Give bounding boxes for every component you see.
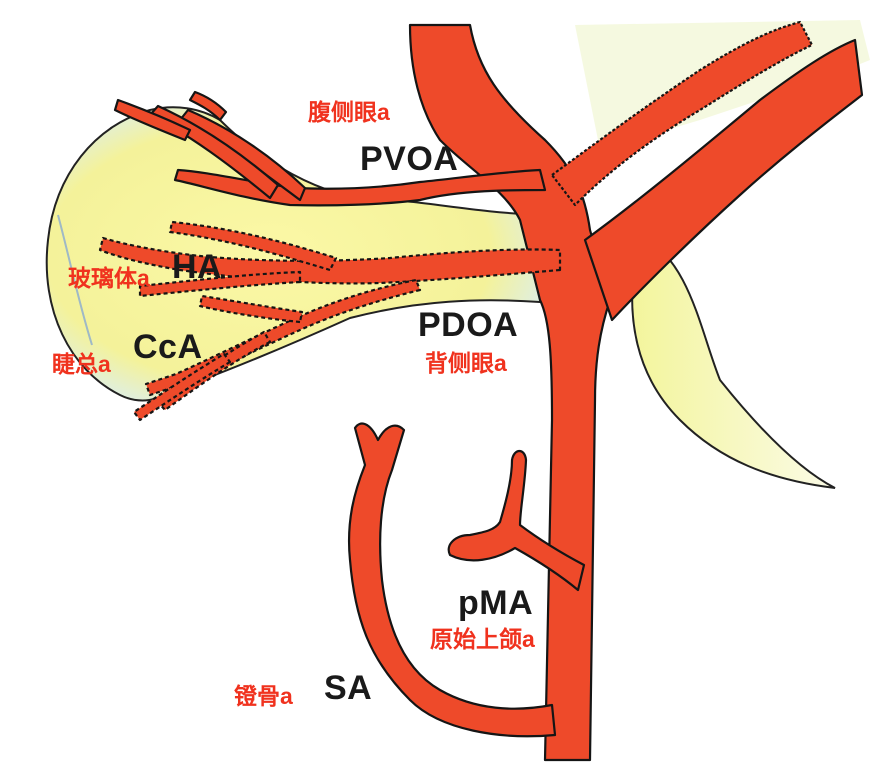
pma-label: pMA: [458, 584, 534, 622]
pvoa-label: PVOA: [360, 140, 459, 178]
ha-chinese-label: 玻璃体a: [68, 265, 150, 291]
primitive-maxillary-artery: [447, 449, 586, 592]
pma-chinese-label: 原始上颌a: [430, 626, 535, 652]
right-limb: [583, 38, 864, 322]
cca-label: CcA: [133, 328, 203, 366]
pvoa-chinese-label: 腹侧眼a: [308, 99, 390, 125]
sa-chinese-label: 镫骨a: [234, 683, 293, 709]
artery-network: [98, 20, 864, 762]
pdoa-label: PDOA: [418, 306, 519, 344]
dorsal-branch: [550, 20, 814, 207]
cca-chinese-label: 睫总a: [52, 351, 111, 377]
sa-label: SA: [324, 669, 373, 707]
ha-label: HA: [172, 248, 223, 286]
stapedial-artery: [347, 422, 557, 738]
pdoa-chinese-label: 背侧眼a: [425, 350, 507, 376]
